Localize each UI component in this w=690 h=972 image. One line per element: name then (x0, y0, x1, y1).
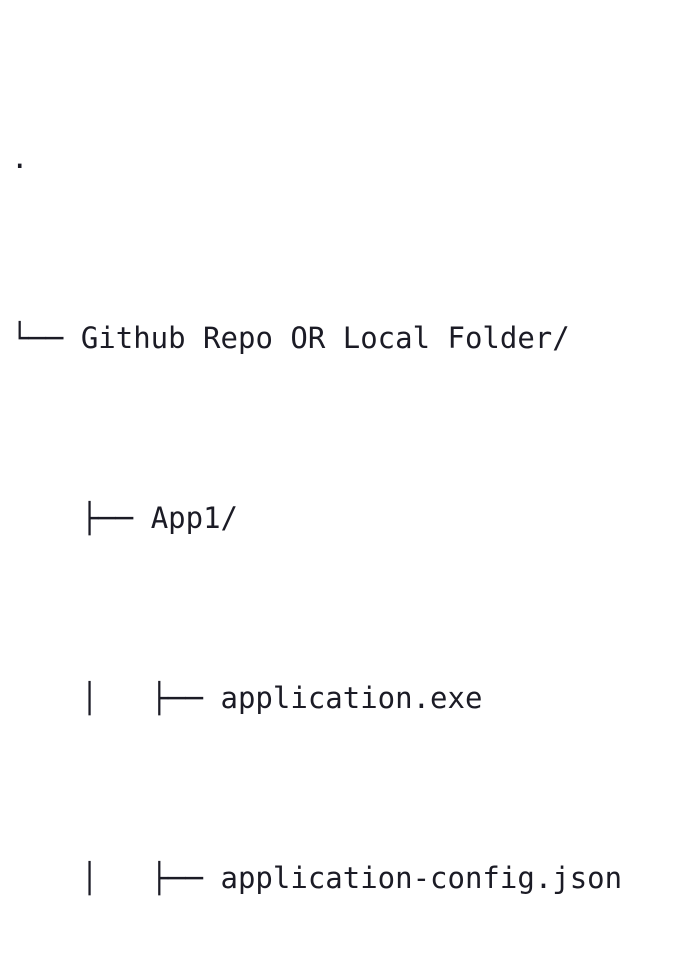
tree-row: │ ├── application-config.json (11, 856, 690, 901)
tree-branch-glyph: │ ├── (11, 861, 221, 895)
tree-node-label-root: . (11, 141, 29, 175)
tree-branch-glyph: ├── (11, 501, 151, 535)
tree-row: └── Github Repo OR Local Folder/ (11, 316, 690, 361)
tree-node-label-github-repo-or-local-folder: Github Repo OR Local Folder/ (80, 321, 570, 355)
tree-node-label-app1: App1/ (150, 501, 238, 535)
tree-row: │ ├── application.exe (11, 676, 690, 721)
tree-node-label-application-exe: application.exe (220, 681, 483, 715)
tree-branch-glyph: └── (11, 321, 81, 355)
directory-tree-diagram: . └── Github Repo OR Local Folder/ ├── A… (11, 141, 623, 895)
tree-row: ├── App1/ (11, 496, 690, 541)
tree-node-label-application-config-json: application-config.json (220, 861, 623, 895)
tree-row: . (11, 135, 690, 181)
tree-listing: . └── Github Repo OR Local Folder/ ├── A… (11, 0, 690, 972)
tree-branch-glyph: │ ├── (11, 681, 221, 715)
